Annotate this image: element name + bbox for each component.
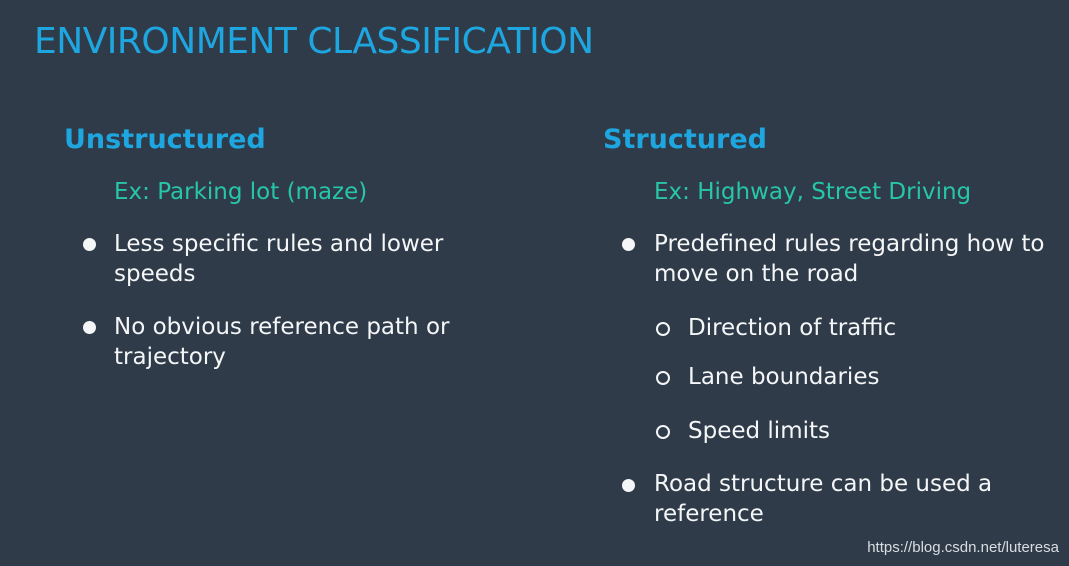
slide-title: ENVIRONMENT CLASSIFICATION <box>34 21 594 62</box>
bullet-dot-icon <box>622 238 635 251</box>
structured-sub-bullet-3: Speed limits <box>688 418 830 444</box>
unstructured-bullet-2: No obvious reference path or trajectory <box>114 314 450 370</box>
structured-bullet-2: Road structure can be used a reference <box>654 471 993 527</box>
sub-bullet-ring-icon <box>656 371 670 385</box>
structured-heading: Structured <box>603 124 767 155</box>
bullet-dot-icon <box>622 479 635 492</box>
watermark: https://blog.csdn.net/luteresa <box>867 539 1059 556</box>
sub-bullet-ring-icon <box>656 425 670 439</box>
bullet-dot-icon <box>83 238 96 251</box>
unstructured-heading: Unstructured <box>64 124 266 155</box>
bullet-dot-icon <box>83 321 96 334</box>
unstructured-bullet-1: Less specific rules and lower speeds <box>114 231 444 287</box>
structured-bullet-1: Predefined rules regarding how to move o… <box>654 231 1045 287</box>
structured-sub-bullet-2: Lane boundaries <box>688 364 880 390</box>
sub-bullet-ring-icon <box>656 322 670 336</box>
structured-sub-bullet-1: Direction of traffic <box>688 315 897 341</box>
structured-example: Ex: Highway, Street Driving <box>654 179 972 205</box>
unstructured-example: Ex: Parking lot (maze) <box>114 179 368 205</box>
